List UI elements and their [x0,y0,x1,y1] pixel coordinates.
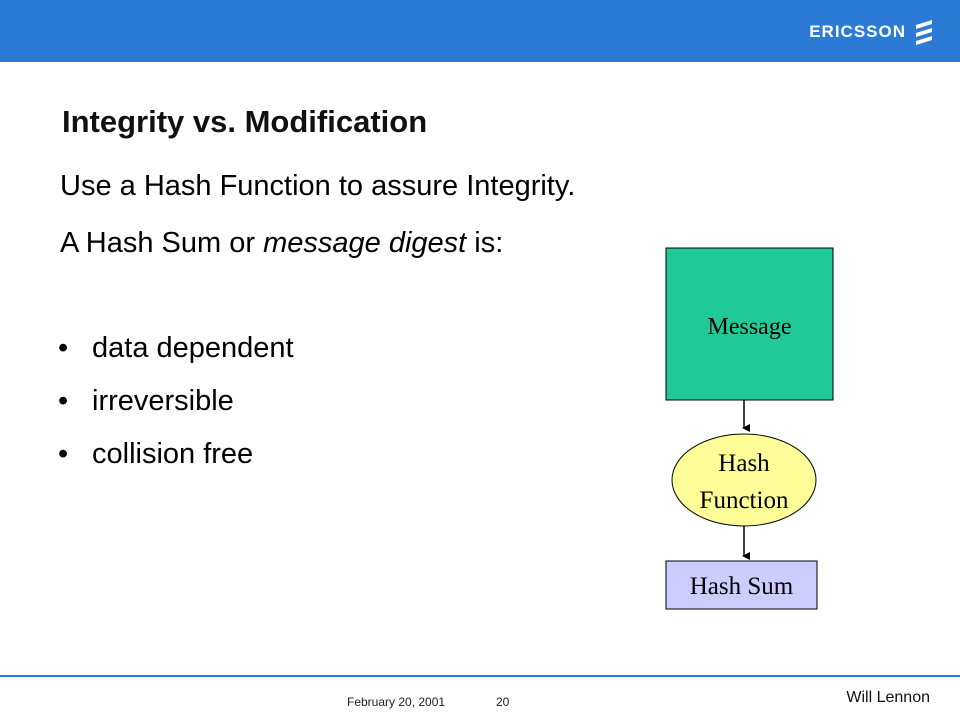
message-label: Message [708,314,792,340]
definition-italic: message digest [263,227,467,259]
page-number: 20 [496,695,510,709]
footer-date: February 20, 2001 [347,695,446,709]
hash-function-ellipse [671,433,817,527]
bullet-icon: • [58,438,69,470]
bullet-icon: • [58,385,69,417]
hash-function-label-2: Function [700,487,789,514]
intro-line: Use a Hash Function to assure Integrity. [60,170,576,202]
definition-prefix: A Hash Sum or [60,227,264,259]
hash-sum-label: Hash Sum [690,573,794,600]
slide-title: Integrity vs. Modification [62,104,428,139]
brand-name: ERICSSON [809,22,906,41]
header-bar: ERICSSON [0,0,960,62]
ericsson-stripes-icon [916,20,932,45]
definition-suffix: is: [466,227,504,259]
list-item: • irreversible [58,385,294,438]
list-item: • data dependent [58,332,294,385]
message-box [665,247,834,401]
footer-rule [0,675,960,677]
footer-author: Will Lennon [846,689,930,706]
definition-line: A Hash Sum or message digest is: [60,227,503,260]
list-item-text: collision free [92,438,254,470]
bullet-icon: • [58,332,69,364]
hash-function-label-1: Hash [718,450,770,477]
ericsson-logo: ERICSSON [809,16,934,48]
list-item: • collision free [58,438,294,491]
list-item-text: irreversible [92,385,234,417]
hash-sum-box [665,560,818,610]
list-item-text: data dependent [92,332,294,364]
property-list: • data dependent • irreversible • collision… [58,332,294,491]
